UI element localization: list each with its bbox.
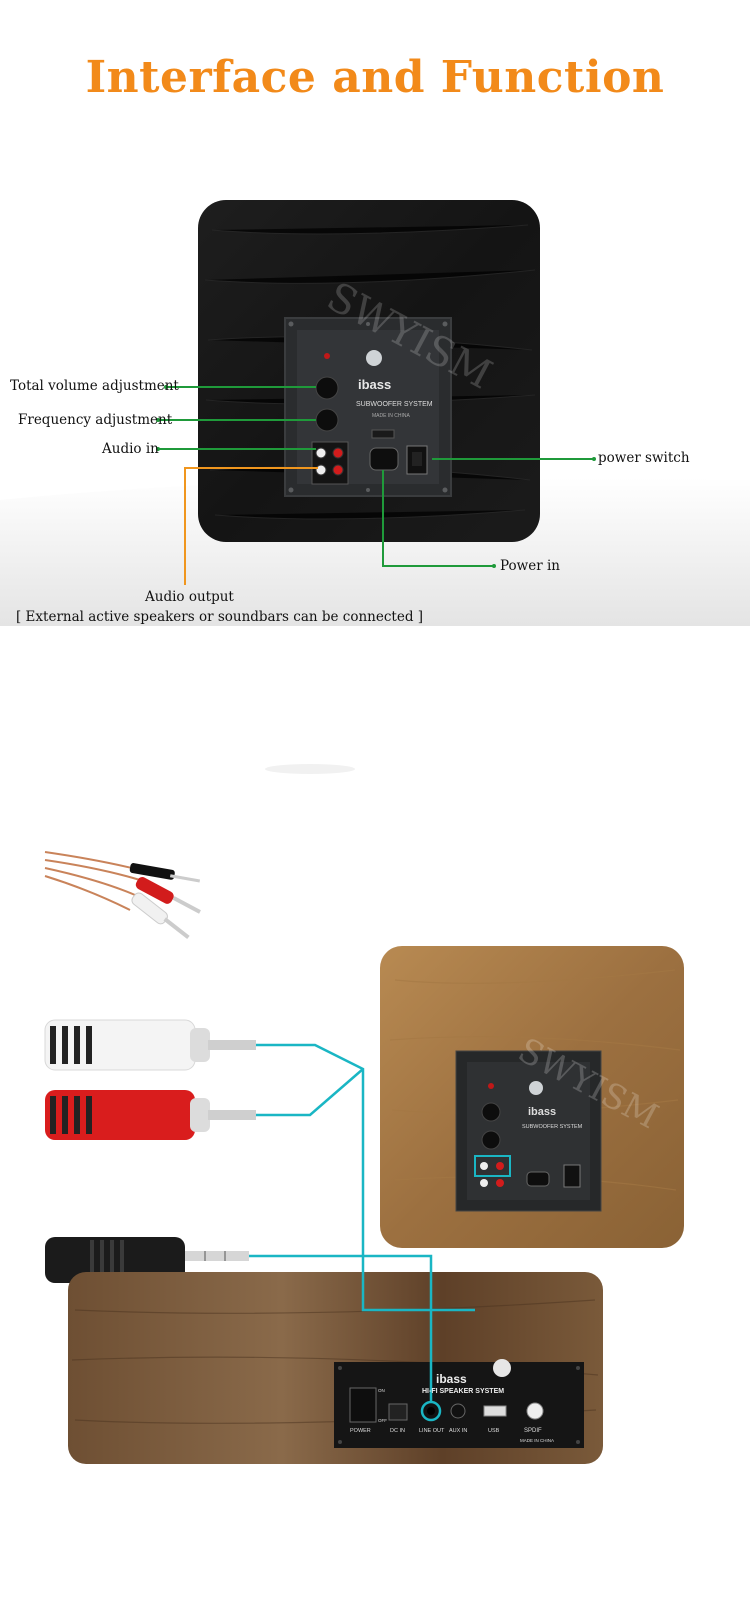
port-label-aux-in: AUX IN [449, 1428, 468, 1434]
connection-lines [249, 1043, 475, 1402]
aux-35mm-plug [45, 1237, 249, 1283]
usb-port[interactable] [483, 1405, 507, 1417]
rca-red-plug [45, 1090, 256, 1140]
audio-in-white-jack[interactable] [315, 447, 327, 459]
power-led [324, 353, 330, 359]
speaker-made: MADE IN CHINA [520, 1438, 555, 1443]
callout-lines [156, 385, 596, 585]
switch-off-label: OFF [378, 1418, 387, 1423]
audio-in-red-jack[interactable] [332, 447, 344, 459]
callout-power-in: Power in [500, 558, 560, 574]
wooden-sub-subtitle: SUBWOOFER SYSTEM [522, 1124, 583, 1130]
callout-total-volume: Total volume adjustment [10, 378, 179, 394]
background-smudge [265, 764, 355, 774]
logo-badge [366, 350, 382, 366]
speaker-brand: ibass [436, 1372, 467, 1386]
page-title: Interface and Function [85, 52, 665, 103]
panel-made: MADE IN CHINA [372, 413, 410, 419]
switch-on-label: ON [378, 1388, 385, 1393]
dc-in-port[interactable] [388, 1403, 408, 1421]
callout-audio-output-line [184, 467, 318, 585]
panel-screws [288, 321, 448, 493]
callout-audio-in: Audio in [102, 441, 159, 457]
speaker-subtitle: HI-FI SPEAKER SYSTEM [422, 1388, 505, 1395]
port-label-dc-in: DC IN [390, 1428, 405, 1434]
audio-out-red-jack[interactable] [332, 464, 344, 476]
port-label-spdif: SPDIF [524, 1428, 542, 1434]
rca-white-plug [44, 1019, 256, 1071]
highlight-audio-in [474, 1155, 511, 1177]
port-label-line-out: LINE OUT [419, 1428, 445, 1434]
fuse-label [371, 429, 395, 439]
subwoofer-back-illustration: SWYISM [0, 200, 750, 626]
speaker-power-switch[interactable] [349, 1387, 377, 1423]
audio-out-white-jack[interactable] [315, 464, 327, 476]
floor-shadow [0, 477, 750, 626]
port-label-usb: USB [488, 1428, 500, 1434]
callout-audio-output-note: [ External active speakers or soundbars … [16, 609, 424, 625]
callout-audio-output: Audio output [145, 589, 234, 605]
callout-power-switch: power switch [598, 450, 690, 466]
panel-subtitle: SUBWOOFER SYSTEM [356, 401, 433, 408]
panel-brand: ibass [358, 377, 392, 392]
wooden-sub-frequency-knob[interactable] [481, 1130, 501, 1150]
wooden-sub-volume-knob[interactable] [481, 1102, 501, 1122]
connection-illustration: SWYISM [44, 851, 684, 1464]
cable-photo [44, 851, 201, 940]
callout-power-in-line [382, 470, 494, 567]
spdif-port[interactable] [526, 1402, 544, 1420]
port-label-power: POWER [350, 1428, 371, 1434]
callout-frequency: Frequency adjustment [18, 412, 173, 428]
wooden-sub-brand: ibass [528, 1106, 557, 1118]
aux-in-port[interactable] [450, 1403, 466, 1419]
